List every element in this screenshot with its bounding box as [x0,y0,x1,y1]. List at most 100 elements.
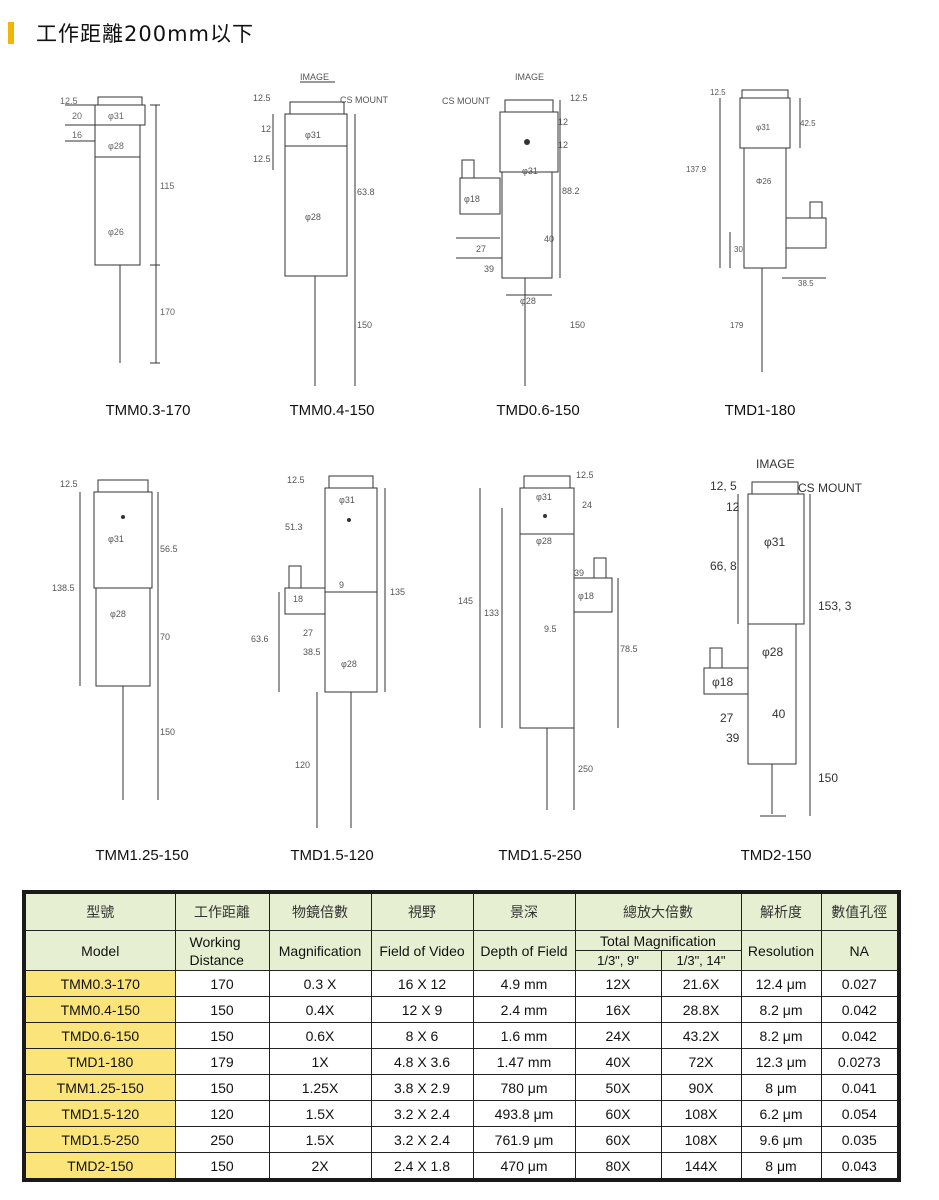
dim-label: 38.5 [798,279,814,288]
data-cell: 8.2 μm [740,996,822,1023]
spec-table: 型號 工作距離 物鏡倍數 視野 景深 總放大倍數 解析度 數值孔徑 Model … [22,890,901,1182]
data-cell: 8 μm [740,1152,822,1181]
data-cell: 0.027 [820,970,900,997]
header-row-en: Model Working Distance Magnification Fie… [23,930,900,971]
dim-label: φ28 [341,659,357,669]
data-cell: 8 X 6 [370,1022,474,1049]
dim-label: 20 [72,111,82,121]
model-cell: TMD1.5-250 [23,1126,176,1153]
dim-label: 145 [458,596,473,606]
dim-label: 24 [582,500,592,510]
data-cell: 493.8 μm [472,1100,576,1127]
dim-label: 12 [726,500,740,514]
data-cell: 0.6X [268,1022,372,1049]
dim-label: 150 [357,320,372,330]
dim-label: CS MOUNT [798,481,863,495]
dim-label: φ31 [536,492,552,502]
dim-label: φ31 [764,535,785,549]
data-cell: 2.4 mm [472,996,576,1023]
data-cell: 1.5X [268,1126,372,1153]
dim-label: Φ26 [756,177,772,186]
header-line: Distance [189,951,244,968]
data-cell: 16X [574,996,662,1023]
data-cell: 72X [660,1048,742,1075]
data-cell: 144X [660,1152,742,1181]
drawing-caption: TMD1.5-250 [498,847,582,864]
dim-label: φ31 [339,495,355,505]
data-cell: 60X [574,1100,662,1127]
data-cell: 108X [660,1100,742,1127]
header-cell: Total Magnification [574,930,742,951]
drawing-caption: TMD0.6-150 [496,402,580,419]
header-cell: 解析度 [740,891,822,931]
dim-label: 12 [558,117,568,127]
data-cell: 108X [660,1126,742,1153]
dim-label: 12.5 [60,479,78,489]
dim-label: 27 [476,244,486,254]
dim-label: CS MOUNT [340,95,388,105]
dim-label: 51.3 [285,522,303,532]
heading-title: 工作距離200mm以下 [36,22,254,46]
data-cell: 250 [174,1126,270,1153]
data-cell: 0.054 [820,1100,900,1127]
dim-label: 40 [772,707,786,721]
lens-drawing-tmd1-180: 12.5 42.5 φ31 137.9 Φ26 30 38.5 179 [686,88,827,372]
dim-label: φ28 [762,645,783,659]
data-cell: 4.8 X 3.6 [370,1048,474,1075]
data-cell: 120 [174,1100,270,1127]
data-cell: 43.2X [660,1022,742,1049]
dim-label: 30 [734,245,743,254]
data-cell: 12.4 μm [740,970,822,997]
dim-label: 63.8 [357,187,375,197]
dim-label: 135 [390,587,405,597]
data-cell: 8.2 μm [740,1022,822,1049]
model-cell: TMM1.25-150 [23,1074,176,1101]
data-cell: 16 X 12 [370,970,474,997]
dim-label: φ31 [108,111,124,121]
header-cell: 數值孔徑 [820,891,900,931]
data-cell: 3.8 X 2.9 [370,1074,474,1101]
data-cell: 1.5X [268,1100,372,1127]
data-cell: 21.6X [660,970,742,997]
dim-label: 40 [544,234,554,244]
model-cell: TMD1-180 [23,1048,176,1075]
data-cell: 12X [574,970,662,997]
data-cell: 80X [574,1152,662,1181]
data-cell: 761.9 μm [472,1126,576,1153]
dim-label: φ28 [536,536,552,546]
data-cell: 0.4X [268,996,372,1023]
dim-label: 12.5 [570,93,588,103]
dim-label: 78.5 [620,644,638,654]
data-cell: 24X [574,1022,662,1049]
header-cell: 型號 [23,891,176,931]
lens-drawing-tmm1.25-150: 12.5 φ31 56.5 138.5 φ28 70 150 [52,479,178,800]
dim-label: 27 [720,711,734,725]
dim-label: 120 [295,760,310,770]
dim-label: 18 [293,594,303,604]
data-cell: 1X [268,1048,372,1075]
dim-label: φ28 [305,212,321,222]
data-cell: 470 μm [472,1152,576,1181]
dim-label: 39 [484,264,494,274]
data-cell: 150 [174,1074,270,1101]
data-cell: 0.041 [820,1074,900,1101]
header-cell: 1/3", 9" [574,950,662,971]
data-cell: 1.25X [268,1074,372,1101]
dim-label: IMAGE [300,72,329,82]
header-cell: NA [820,930,900,971]
dim-label: 12.5 [287,475,305,485]
dim-label: 12 [558,140,568,150]
dim-label: 179 [730,321,744,330]
dim-label: φ31 [522,166,538,176]
data-cell: 780 μm [472,1074,576,1101]
data-cell: 60X [574,1126,662,1153]
lens-drawing-tmm0.3-170: 12.5 20 16 115 170 φ31 φ28 φ26 [60,96,175,364]
data-cell: 12 X 9 [370,996,474,1023]
dim-label: φ26 [108,227,124,237]
data-cell: 1.47 mm [472,1048,576,1075]
data-cell: 179 [174,1048,270,1075]
